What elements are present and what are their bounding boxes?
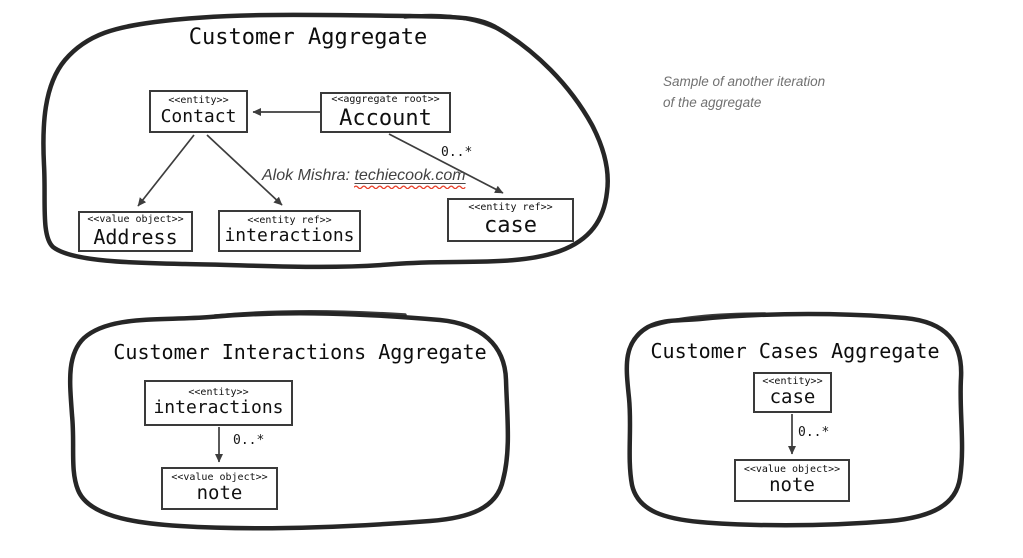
node-note-interactions-name: note	[196, 482, 243, 505]
credit-prefix: Alok Mishra:	[262, 167, 355, 184]
edge-account-to-case	[388, 133, 504, 194]
interactions-aggregate-boundary-overdraw	[213, 310, 407, 318]
node-contact: <<entity>> Contact	[149, 90, 248, 133]
node-note-cases-name: note	[769, 474, 815, 497]
node-account-stereotype: <<aggregate root>>	[331, 94, 440, 106]
credit-link-label[interactable]: techiecook.com	[354, 167, 466, 184]
node-note-cases: <<value object>> note	[734, 459, 850, 502]
customer-aggregate-boundary-overdraw	[403, 13, 500, 31]
node-interactions-ref-name: interactions	[224, 225, 355, 247]
node-interactions-entity-stereotype: <<entity>>	[188, 386, 249, 398]
spellcheck-wavy-underline	[354, 185, 466, 189]
node-interactions-entity-name: interactions	[153, 397, 284, 419]
interactions-aggregate-title: Customer Interactions Aggregate	[113, 340, 487, 364]
annotation-note: Sample of another iteration of the aggre…	[663, 72, 825, 114]
node-note-interactions: <<value object>> note	[161, 467, 278, 510]
node-case-ref-stereotype: <<entity ref>>	[468, 201, 553, 213]
cases-aggregate-boundary	[624, 311, 965, 528]
node-case-ref: <<entity ref>> case	[447, 198, 574, 242]
edge-contact-to-interactions	[206, 134, 283, 206]
node-address-name: Address	[93, 224, 178, 249]
node-address-stereotype: <<value object>>	[87, 214, 184, 226]
node-case-entity: <<entity>> case	[753, 372, 832, 413]
node-case-ref-name: case	[484, 213, 537, 239]
node-note-cases-stereotype: <<value object>>	[743, 463, 841, 475]
annotation-line-2: of the aggregate	[663, 94, 762, 110]
interactions-aggregate-boundary	[67, 311, 511, 531]
node-case-entity-stereotype: <<entity>>	[762, 375, 823, 387]
customer-aggregate-title: Customer Aggregate	[188, 25, 428, 50]
node-contact-name: Contact	[160, 105, 237, 127]
cases-aggregate-boundary-overdraw	[650, 312, 767, 328]
node-account: <<aggregate root>> Account	[320, 92, 451, 133]
node-interactions-ref: <<entity ref>> interactions	[218, 210, 361, 252]
credit-link[interactable]: techiecook.com	[354, 167, 466, 189]
edge-contact-to-address	[137, 134, 195, 207]
node-interactions-ref-stereotype: <<entity ref>>	[247, 214, 332, 226]
node-contact-stereotype: <<entity>>	[168, 95, 229, 107]
node-account-name: Account	[339, 105, 432, 131]
multiplicity-account-case: 0..*	[441, 145, 473, 160]
cases-aggregate-title: Customer Cases Aggregate	[650, 339, 940, 363]
credit-text: Alok Mishra: techiecook.com	[262, 167, 466, 189]
multiplicity-interactions-note: 0..*	[233, 433, 265, 448]
multiplicity-case-note: 0..*	[798, 425, 830, 440]
node-case-entity-name: case	[769, 386, 816, 409]
node-address: <<value object>> Address	[78, 211, 193, 252]
node-note-interactions-stereotype: <<value object>>	[171, 471, 268, 483]
node-interactions-entity: <<entity>> interactions	[144, 380, 293, 426]
annotation-line-1: Sample of another iteration	[663, 74, 826, 89]
